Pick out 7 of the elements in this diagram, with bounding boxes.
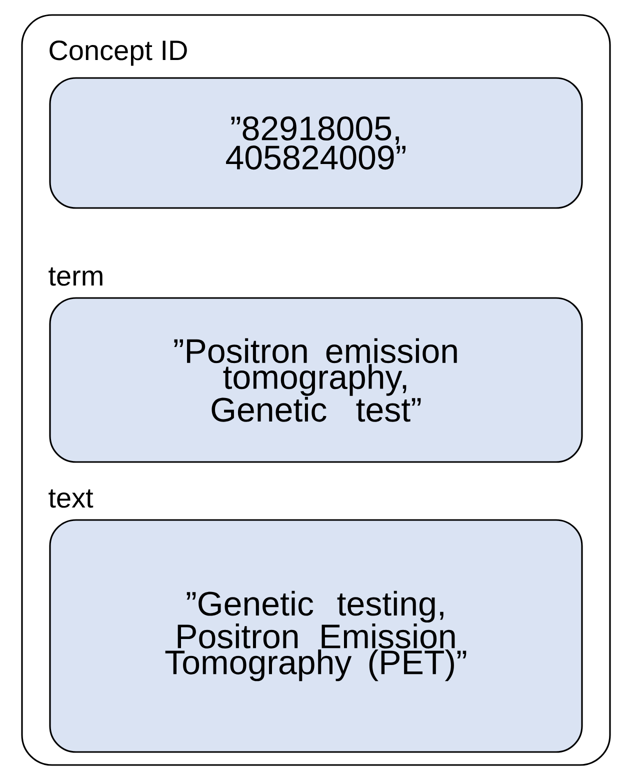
value-box: ”82918005, 405824009” bbox=[49, 77, 583, 209]
container-box bbox=[21, 14, 611, 766]
value-box: ”Positron emission tomography, Genetic test” bbox=[49, 297, 583, 463]
field-heading: term bbox=[48, 267, 102, 286]
field-heading: text bbox=[48, 489, 94, 508]
value-box: ”Genetic testing, Positron Emission Tomography (PET)” bbox=[49, 519, 583, 753]
field-heading: Concept ID bbox=[50, 40, 187, 66]
